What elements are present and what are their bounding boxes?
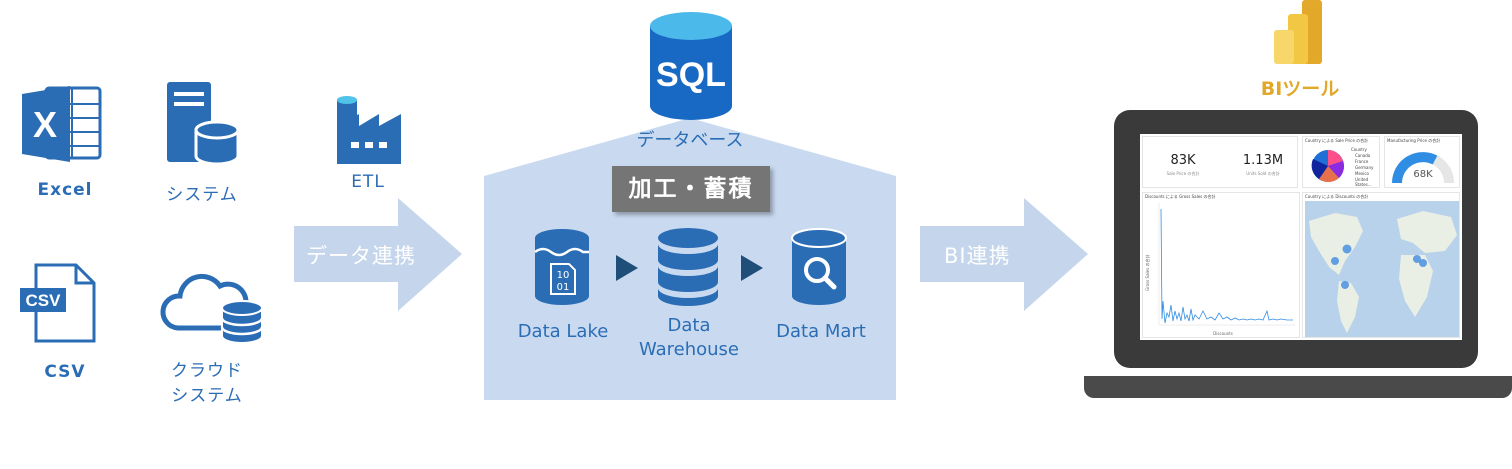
line-chart bbox=[1158, 203, 1295, 326]
bi-link-arrow: BI連携 bbox=[918, 196, 1090, 313]
lake-bits-1: 10 bbox=[557, 270, 570, 281]
gauge-title: Manufacturing Price の合計 bbox=[1387, 138, 1441, 143]
line-ylabel: Gross Sales の合計 bbox=[1145, 254, 1150, 291]
powerbi-icon bbox=[1272, 0, 1326, 66]
cloud-database-icon bbox=[158, 268, 264, 344]
legend-item: United States... bbox=[1355, 177, 1372, 187]
kpi1-caption: Sale Price の合計 bbox=[1166, 171, 1200, 176]
csv-label: CSV bbox=[44, 362, 86, 382]
line-chart-card: Discounts による Gross Sales の合計 Gross Sale… bbox=[1142, 192, 1300, 338]
gauge-card: Manufacturing Price の合計 68K bbox=[1384, 136, 1460, 188]
legend-item: France bbox=[1355, 159, 1369, 164]
kpi2-value: 1.13M bbox=[1242, 153, 1284, 168]
excel-glyph: X bbox=[33, 104, 57, 145]
cloud-system-label-line2: システム bbox=[171, 386, 243, 406]
data-warehouse-icon bbox=[656, 226, 720, 306]
legend-item: Mexico bbox=[1355, 171, 1369, 176]
factory-icon bbox=[333, 92, 405, 166]
sql-database-icon: SQL bbox=[646, 10, 736, 122]
cloud-system-label-line1: クラウド bbox=[171, 361, 243, 381]
csv-file-icon: CSV bbox=[18, 262, 98, 344]
line-xlabel: Discounts bbox=[1213, 331, 1233, 336]
dashboard-screen: 83K Sale Price の合計 1.13M Units Sold の合計 … bbox=[1140, 134, 1462, 340]
line-title: Discounts による Gross Sales の合計 bbox=[1145, 194, 1216, 199]
kpi-card: 83K Sale Price の合計 1.13M Units Sold の合計 bbox=[1142, 136, 1298, 188]
data-link-arrow: データ連携 bbox=[292, 196, 464, 313]
flow-arrow-1 bbox=[616, 255, 638, 281]
data-mart-icon bbox=[790, 228, 848, 306]
kpi2-caption: Units Sold の合計 bbox=[1246, 171, 1280, 176]
pie-card: Country による Sale Price の合計 Country Canad… bbox=[1302, 136, 1380, 188]
sql-text: SQL bbox=[656, 56, 726, 94]
gauge-value: 68K bbox=[1413, 169, 1433, 180]
flow-arrow-2 bbox=[741, 255, 763, 281]
csv-glyph: CSV bbox=[26, 291, 62, 310]
data-lake-label: Data Lake bbox=[517, 321, 609, 342]
bi-tool-label: BIツール bbox=[1260, 78, 1340, 100]
etl-label: ETL bbox=[351, 172, 385, 192]
pie-chart bbox=[1311, 150, 1344, 183]
data-lake-icon: 10 01 bbox=[533, 228, 591, 306]
excel-icon: X bbox=[20, 82, 104, 166]
bi-link-label: BI連携 bbox=[944, 244, 1011, 268]
data-mart-label: Data Mart bbox=[776, 321, 866, 342]
database-label: データベース bbox=[636, 130, 744, 151]
excel-label: Excel bbox=[37, 180, 93, 200]
legend-item: Germany bbox=[1355, 165, 1374, 170]
map-chart bbox=[1305, 201, 1459, 337]
pie-title: Country による Sale Price の合計 bbox=[1305, 138, 1369, 143]
server-icon bbox=[165, 80, 240, 166]
legend-title: Country bbox=[1351, 147, 1367, 152]
map-card: Country による Discounts の合計 bbox=[1302, 192, 1460, 338]
kpi1-value: 83K bbox=[1170, 153, 1196, 168]
processing-label-box: 加工・蓄積 bbox=[612, 166, 770, 212]
data-warehouse-label-line2: Warehouse bbox=[638, 339, 740, 360]
data-link-label: データ連携 bbox=[306, 244, 416, 268]
processing-label: 加工・蓄積 bbox=[628, 176, 754, 202]
map-title: Country による Discounts の合計 bbox=[1305, 194, 1369, 199]
system-label: システム bbox=[166, 185, 238, 205]
lake-bits-2: 01 bbox=[557, 282, 570, 293]
gauge-chart bbox=[1392, 152, 1454, 184]
data-warehouse-label-line1: Data bbox=[667, 315, 711, 336]
legend-item: Canada bbox=[1355, 153, 1371, 158]
